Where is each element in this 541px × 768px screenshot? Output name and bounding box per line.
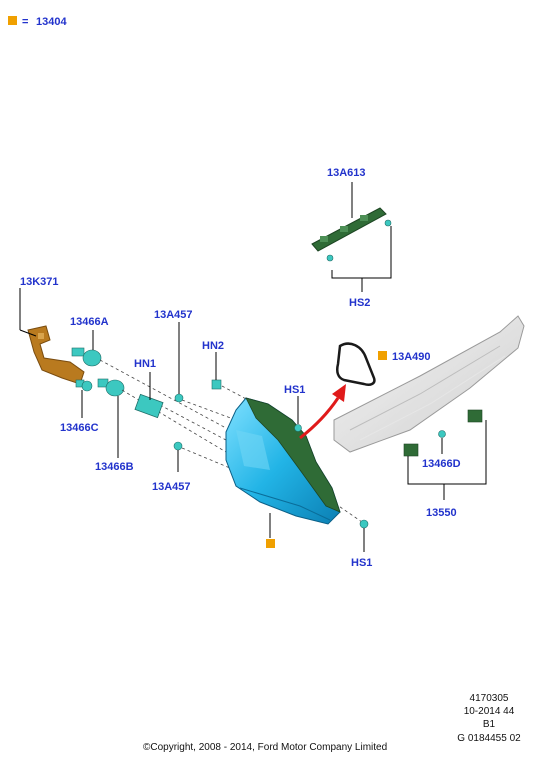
clip-13A457-upper [174, 393, 184, 403]
legend-part-number: 13404 [36, 16, 67, 28]
connector-HN2 [211, 379, 222, 390]
drawing-code-4: G 0184455 02 [457, 733, 521, 744]
light-bar-13550 [333, 315, 525, 457]
screw-HS1-upper [294, 424, 302, 432]
callout-13K371: 13K371 [20, 276, 59, 288]
clip-13A457-lower [173, 441, 183, 451]
callout-13550: 13550 [426, 507, 457, 519]
wiring-harness-13K371 [27, 325, 85, 385]
drawing-code-1: 4170305 [469, 693, 509, 704]
callout-13466D: 13466D [422, 458, 461, 470]
lamp-marker-icon [266, 539, 275, 548]
direction-arrow-icon [299, 397, 340, 440]
callout-HS1-bottom: HS1 [351, 557, 372, 569]
legend-equals: = [22, 16, 28, 28]
callout-HS2: HS2 [349, 297, 370, 309]
bulb-13466C [75, 379, 93, 392]
tail-lamp-assembly [225, 397, 341, 525]
legend-marker-icon [8, 16, 17, 25]
callout-13A490: 13A490 [392, 351, 431, 363]
callout-13466C: 13466C [60, 422, 99, 434]
bulb-13466B [97, 378, 125, 397]
bracket-13A613 [311, 207, 392, 262]
callout-HN2: HN2 [202, 340, 224, 352]
direction-arrowhead-icon [332, 384, 346, 402]
drawing-code-3: B1 [482, 719, 496, 730]
callout-13466A: 13466A [70, 316, 109, 328]
callout-13A613: 13A613 [327, 167, 366, 179]
copyright-notice: ©Copyright, 2008 - 2014, Ford Motor Comp… [143, 742, 388, 753]
callout-HS1-top: HS1 [284, 384, 305, 396]
callout-13466B: 13466B [95, 461, 134, 473]
socket-HN1 [134, 393, 164, 419]
gasket-marker-icon [378, 351, 387, 360]
bulb-13466A [71, 347, 102, 367]
drawing-code-2: 10-2014 44 [463, 706, 515, 717]
callout-HN1: HN1 [134, 358, 156, 370]
callout-13A457-bottom: 13A457 [152, 481, 191, 493]
screw-HS1-lower [359, 519, 369, 529]
callout-13A457-top: 13A457 [154, 309, 193, 321]
gasket-13A490 [336, 342, 376, 386]
